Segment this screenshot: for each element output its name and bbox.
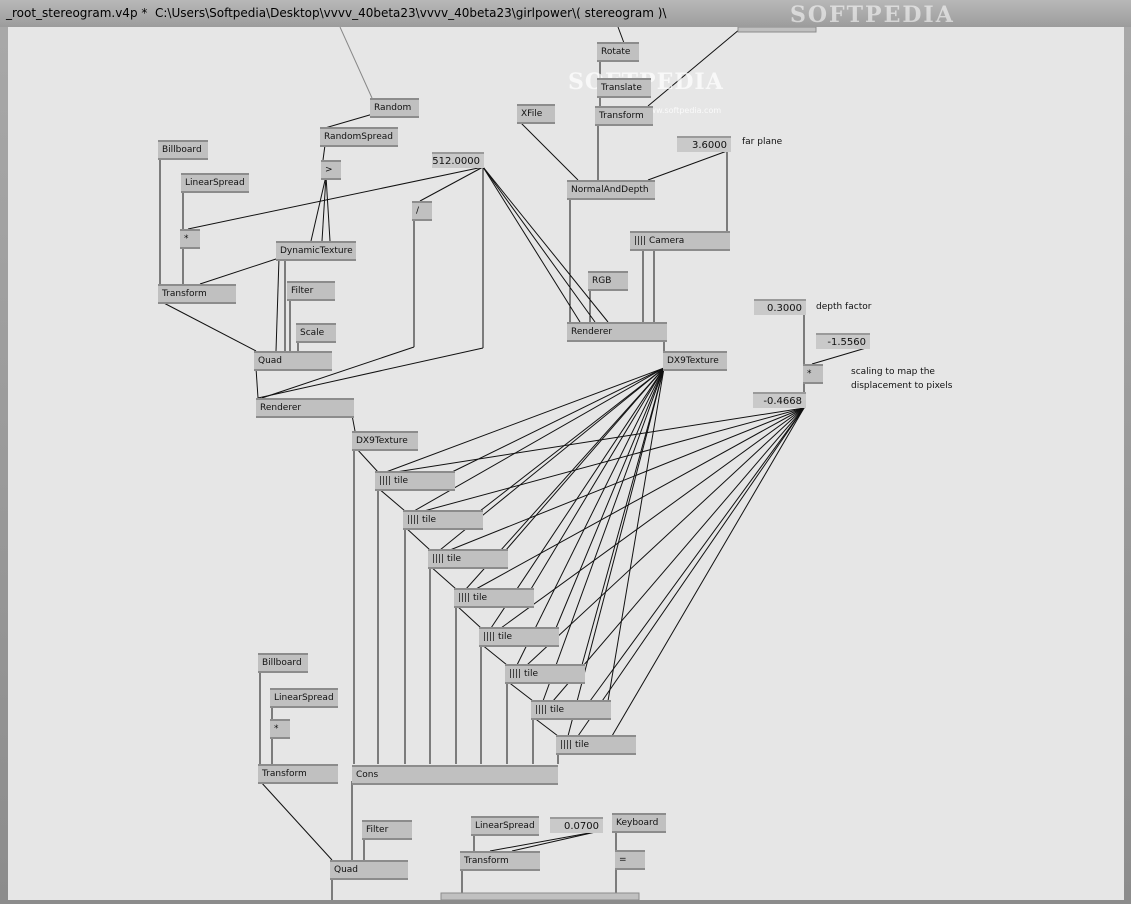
quad-top-node[interactable]: Quad — [254, 351, 332, 371]
dynamictexture-node[interactable]: DynamicTexture — [276, 241, 356, 261]
tile-node[interactable]: |||| tile — [479, 627, 559, 647]
cons-node[interactable]: Cons — [352, 765, 558, 785]
window-title: _root_stereogram.v4p * C:\Users\Softpedi… — [6, 6, 667, 20]
tile-node[interactable]: |||| tile — [403, 510, 483, 530]
tile-label: tile — [422, 515, 437, 525]
linearspread-lower-node[interactable]: LinearSpread — [471, 816, 539, 836]
transform-lower-node[interactable]: Transform — [460, 851, 540, 871]
xfile-node[interactable]: XFile — [517, 104, 555, 124]
tile-label: tile — [524, 669, 539, 679]
title-bar[interactable]: _root_stereogram.v4p * C:\Users\Softpedi… — [0, 0, 1131, 28]
camera-label: Camera — [649, 236, 685, 246]
random-node[interactable]: Random — [370, 98, 419, 118]
camera-node[interactable]: |||| Camera — [630, 231, 730, 251]
transform-left-node[interactable]: Transform — [158, 284, 236, 304]
renderer-left-node[interactable]: Renderer — [256, 398, 354, 418]
tile-label: tile — [575, 740, 590, 750]
linearspread-bottom-node[interactable]: LinearSpread — [270, 688, 338, 708]
title-watermark: SOFTPEDIA — [790, 2, 955, 28]
tile-label: tile — [498, 632, 513, 642]
far-plane-comment: far plane — [742, 137, 783, 147]
scaling-a-iobox[interactable]: -1.5560 — [816, 333, 870, 349]
billboard-top-node[interactable]: Billboard — [158, 140, 208, 160]
value-512-iobox[interactable]: 512.0000 — [432, 152, 484, 168]
tile-node[interactable]: |||| tile — [428, 549, 508, 569]
scaling-b-iobox[interactable]: -0.4668 — [753, 392, 806, 408]
tile-node[interactable]: |||| tile — [454, 588, 534, 608]
normalanddepth-node[interactable]: NormalAndDepth — [567, 180, 655, 200]
transform-top-node[interactable]: Transform — [595, 106, 653, 126]
tile-label: tile — [447, 554, 462, 564]
quad-bottom-node[interactable]: Quad — [330, 860, 408, 880]
randomspread-node[interactable]: RandomSpread — [320, 127, 398, 147]
tile-node[interactable]: |||| tile — [531, 700, 611, 720]
tile-node[interactable]: |||| tile — [375, 471, 455, 491]
linearspread-top-node[interactable]: LinearSpread — [181, 173, 249, 193]
far-plane-iobox[interactable]: 3.6000 — [677, 136, 731, 152]
tile-label: tile — [394, 476, 409, 486]
multiply-right-node[interactable]: * — [803, 364, 823, 384]
canvas-watermark-url: www.softpedia.com — [643, 106, 722, 115]
rgb-node[interactable]: RGB — [588, 271, 628, 291]
scale-node[interactable]: Scale — [296, 323, 336, 343]
filter-top-node[interactable]: Filter — [287, 281, 335, 301]
scaling-comment: scaling to map the displacement to pixel… — [851, 367, 953, 391]
lower-value-iobox[interactable]: 0.0700 — [550, 817, 603, 833]
tile-node[interactable]: |||| tile — [556, 735, 636, 755]
transform-bottom-node[interactable]: Transform — [258, 764, 338, 784]
dx9texture-left-node[interactable]: DX9Texture — [352, 431, 418, 451]
multiply-top-node[interactable]: * — [180, 229, 200, 249]
depth-factor-comment: depth factor — [816, 302, 872, 312]
tile-label: tile — [473, 593, 488, 603]
renderer-right-node[interactable]: Renderer — [567, 322, 667, 342]
greater-node[interactable]: > — [321, 160, 341, 180]
tile-node[interactable]: |||| tile — [505, 664, 585, 684]
rotate-node[interactable]: Rotate — [597, 42, 639, 62]
patch-canvas[interactable]: SOFTPEDIA www.softpedia.com Rotate Trans… — [8, 27, 1124, 900]
multiply-bottom-node[interactable]: * — [270, 719, 290, 739]
tile-label: tile — [550, 705, 565, 715]
patch-wires — [159, 27, 867, 900]
divide-node[interactable]: / — [412, 201, 432, 221]
depth-factor-iobox[interactable]: 0.3000 — [754, 299, 806, 315]
keyboard-node[interactable]: Keyboard — [612, 813, 666, 833]
equals-node[interactable]: = — [615, 850, 645, 870]
billboard-bottom-node[interactable]: Billboard — [258, 653, 308, 673]
filter-bottom-node[interactable]: Filter — [362, 820, 412, 840]
translate-node[interactable]: Translate — [597, 78, 651, 98]
dx9texture-right-node[interactable]: DX9Texture — [663, 351, 727, 371]
